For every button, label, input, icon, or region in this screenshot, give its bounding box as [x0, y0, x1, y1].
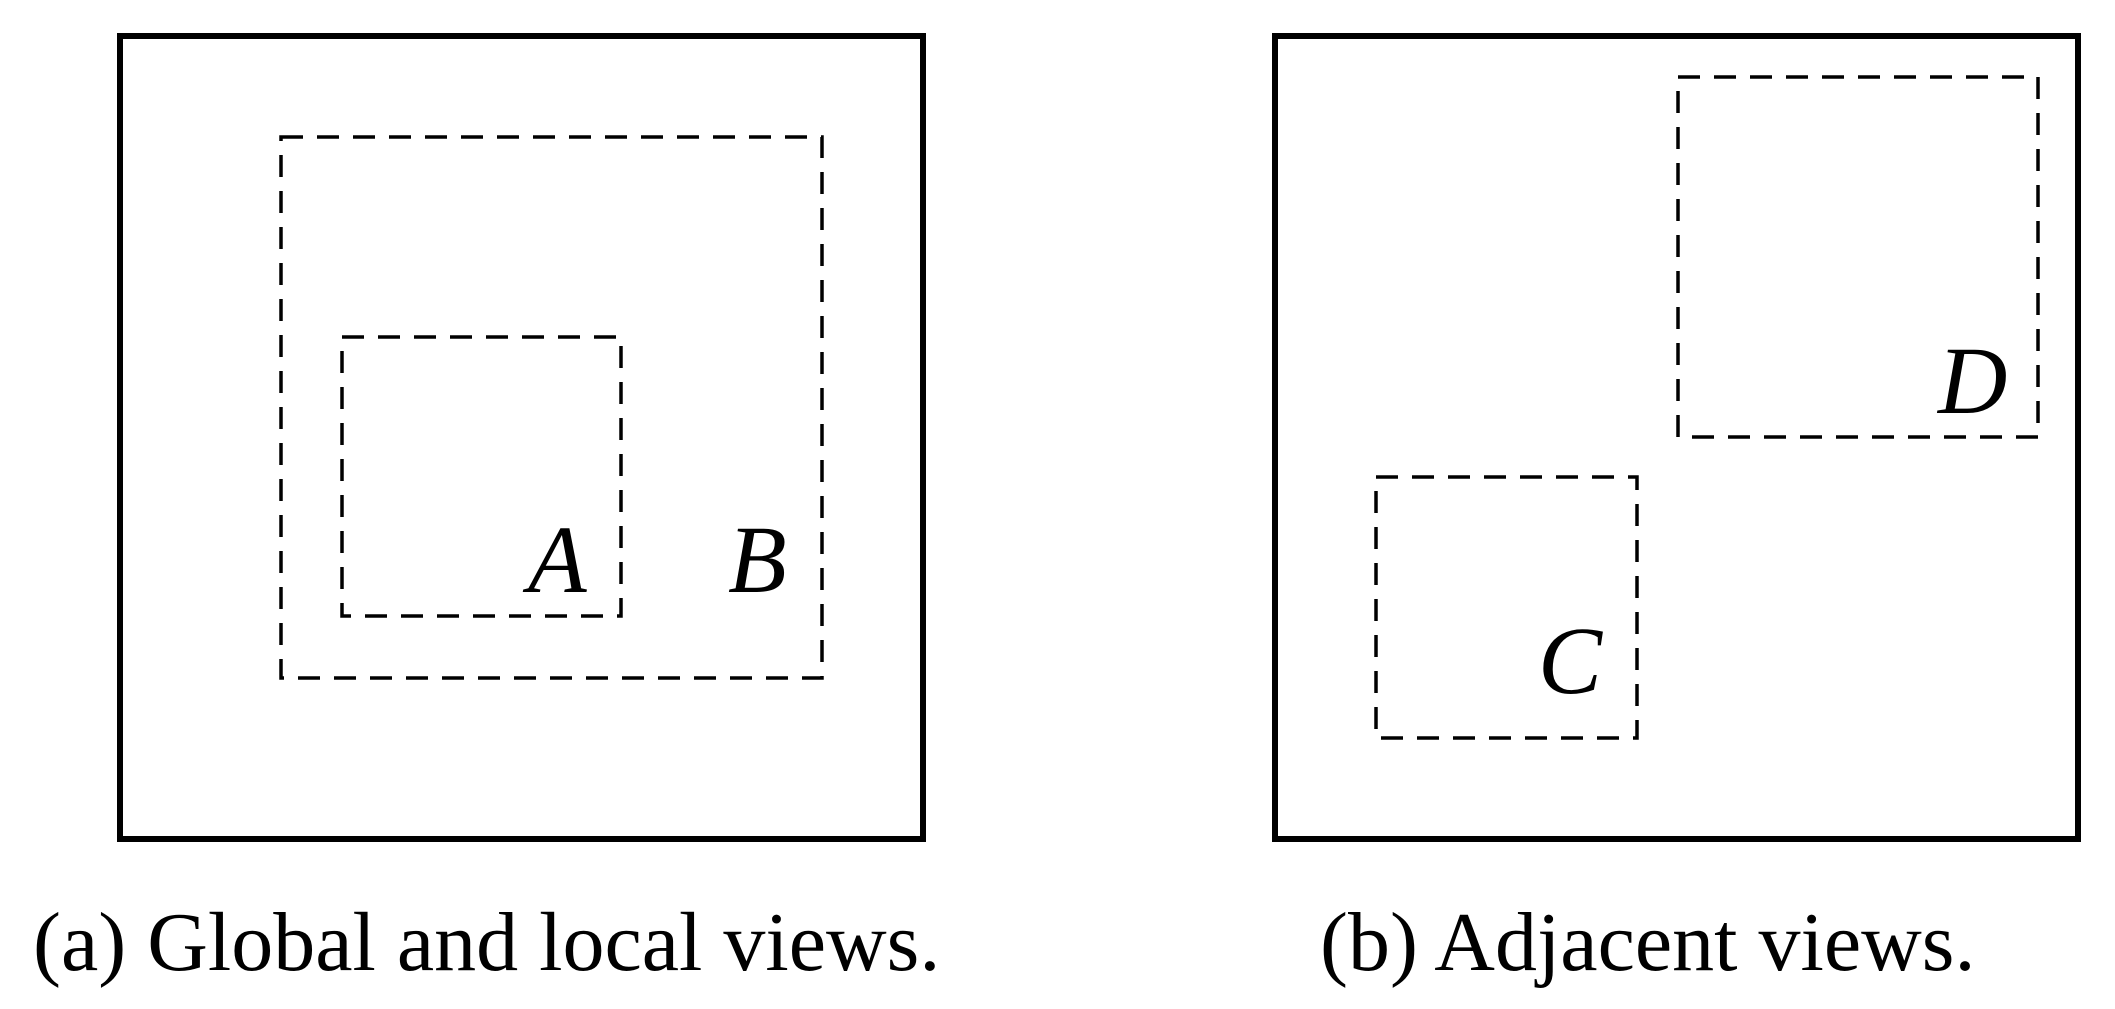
view-c-box — [1374, 475, 1639, 740]
view-d-box — [1676, 75, 2040, 439]
view-b-box — [279, 135, 824, 680]
panel-a-caption: (a) Global and local views. — [33, 896, 940, 989]
view-a-label: A — [522, 506, 587, 613]
panel-a: A B (a) Global and local views. — [33, 33, 940, 989]
view-c-label: C — [1538, 607, 1603, 714]
panel-b-caption: (b) Adjacent views. — [1320, 896, 1975, 989]
view-b-label: B — [728, 506, 787, 613]
view-a-box — [340, 335, 623, 618]
panel-b: C D (b) Adjacent views. — [1272, 33, 2081, 989]
view-d-label: D — [1936, 327, 2007, 434]
panel-b-image-frame — [1272, 33, 2081, 842]
panel-a-image-frame — [117, 33, 926, 842]
